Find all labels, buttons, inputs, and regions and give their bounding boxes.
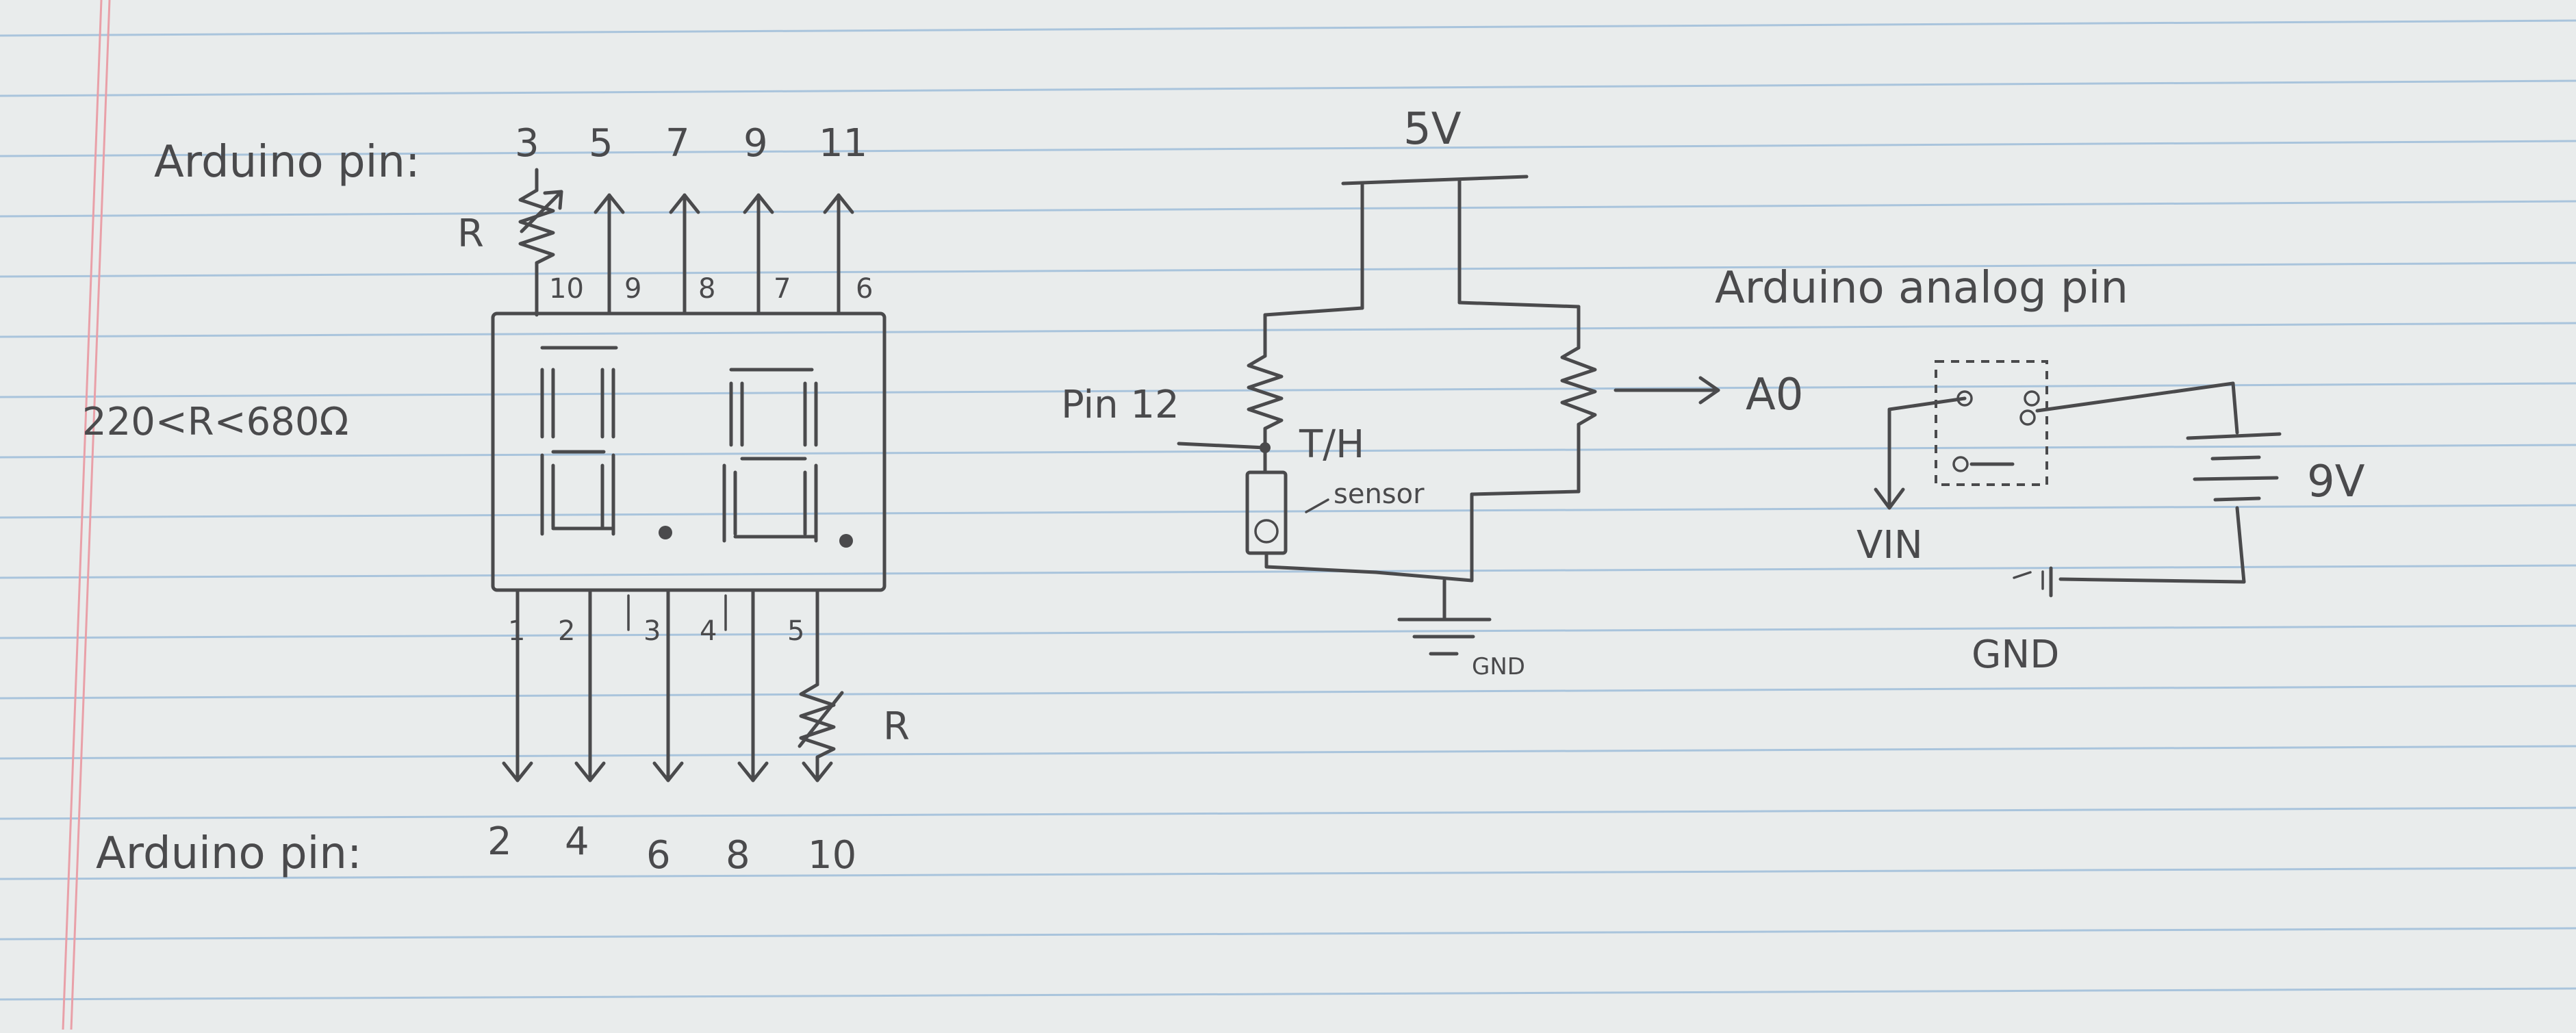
top-pins-heading: Arduino pin: — [154, 137, 420, 188]
segment-pin-10: 10 — [549, 273, 584, 305]
bottom-pins-heading: Arduino pin: — [96, 828, 362, 879]
power-wiring — [1874, 360, 2282, 598]
bottom-pin-6: 6 — [646, 833, 671, 878]
supply-voltage-label: 5V — [1403, 104, 1462, 155]
top-pin-7: 7 — [665, 121, 690, 166]
vin-label: VIN — [1857, 523, 1923, 567]
segment-pin-6: 6 — [856, 273, 873, 305]
bottom-resistor-symbol — [798, 588, 844, 782]
sensor-wiring — [1177, 175, 1720, 656]
seven-segment-display — [491, 311, 887, 592]
segment-pin-5: 5 — [787, 615, 804, 647]
bottom-pin-arrows — [502, 588, 769, 782]
analog-output-label: A0 — [1746, 370, 1804, 420]
power-ground-label: GND — [1972, 633, 2059, 677]
top-pin-arrows — [594, 193, 854, 316]
top-resistor-label: R — [457, 212, 484, 256]
bottom-resistor-label: R — [883, 704, 910, 749]
top-pin-9: 9 — [743, 121, 768, 166]
pin-12-label: Pin 12 — [1061, 383, 1179, 427]
top-resistor-symbol — [518, 168, 563, 317]
digit-right — [722, 368, 853, 548]
top-pin-3: 3 — [515, 121, 539, 166]
bottom-segment-pins: 1 2 3 4 5 — [508, 615, 804, 647]
bottom-pin-10: 10 — [808, 833, 856, 878]
segment-pin-2: 2 — [558, 615, 575, 647]
battery-voltage-label: 9V — [2307, 457, 2365, 507]
bottom-pin-2: 2 — [487, 819, 512, 864]
sensor-type-label: T/H — [1299, 422, 1364, 467]
battery-symbol — [2186, 432, 2282, 502]
ruled-lines — [0, 19, 2576, 1001]
resistor-range-note: 220<R<680Ω — [82, 400, 348, 444]
digit-left — [540, 346, 672, 539]
segment-pin-8: 8 — [698, 273, 715, 305]
sensor-ground-label: GND — [1472, 653, 1525, 680]
top-pin-numbers: 3 5 7 9 11 — [515, 121, 867, 166]
power-heading: Arduino analog pin — [1715, 263, 2128, 314]
bottom-pin-8: 8 — [726, 833, 750, 878]
margin-line — [62, 0, 103, 1030]
top-pin-11: 11 — [819, 121, 867, 166]
segment-pin-4: 4 — [700, 615, 717, 647]
power-switch — [1935, 360, 2048, 486]
top-pin-5: 5 — [589, 121, 613, 166]
bottom-pin-numbers: 2 4 6 8 10 — [487, 819, 856, 878]
top-segment-pins: 10 9 8 7 6 — [549, 273, 873, 305]
bottom-pin-4: 4 — [565, 819, 589, 864]
segment-pin-3: 3 — [643, 615, 661, 647]
sensor-sub-label: sensor — [1334, 479, 1425, 510]
segment-pin-7: 7 — [774, 273, 791, 305]
segment-pin-9: 9 — [624, 273, 641, 305]
